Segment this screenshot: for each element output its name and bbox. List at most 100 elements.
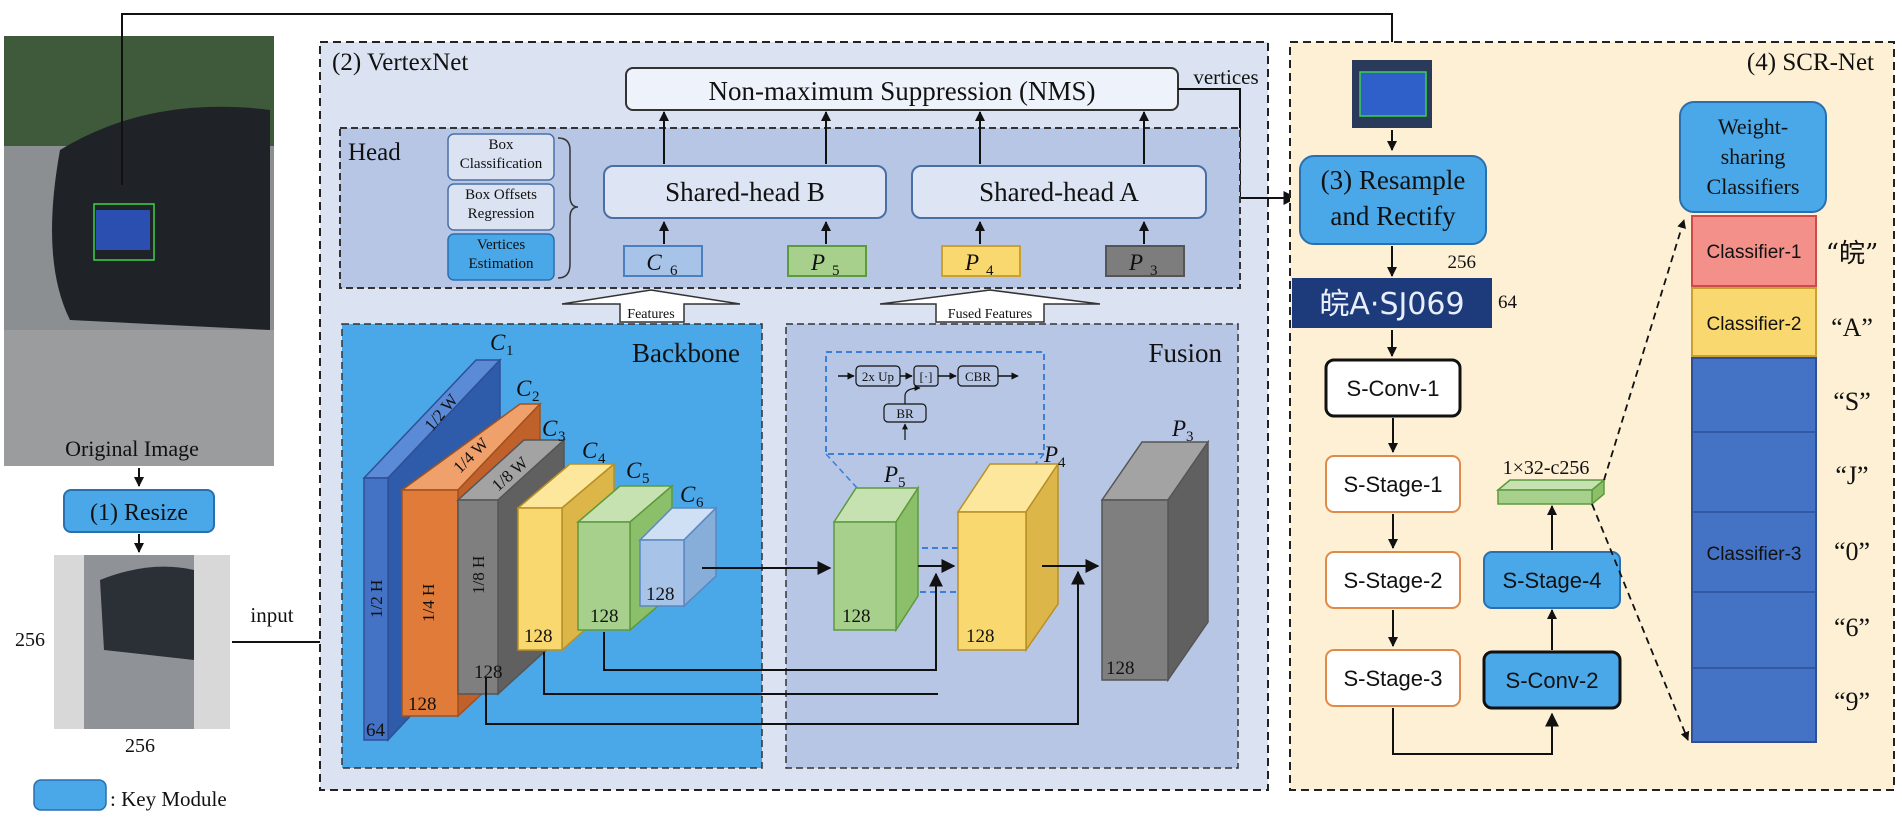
- sstage2-box: [1325, 551, 1461, 609]
- p3-sym: P: [1171, 416, 1186, 441]
- fusion-p3: [1100, 439, 1210, 683]
- resize-label: (1) Resize: [90, 500, 188, 526]
- fusion-up-label: 2x Up: [862, 369, 894, 384]
- p5-sub: 5: [898, 475, 906, 491]
- sconv1-label: S-Conv-1: [1347, 376, 1440, 401]
- head-title: Head: [348, 139, 401, 166]
- fusion-br-label: BR: [896, 406, 914, 421]
- p5-ch: 128: [842, 606, 871, 627]
- c1-sym: C: [490, 330, 506, 355]
- classifier-2-label: Classifier-2: [1706, 314, 1801, 335]
- c6-ch: 128: [646, 584, 675, 605]
- c2-sub: 2: [532, 389, 540, 405]
- c6-sym: C: [680, 482, 696, 507]
- c5-sym: C: [626, 458, 642, 483]
- resize-module: [63, 489, 215, 533]
- shared-head-b-label: Shared-head B: [665, 177, 825, 207]
- rectified-plate: [1292, 278, 1492, 328]
- fusion-title: Fusion: [1148, 338, 1222, 368]
- fusion-p5: [832, 485, 920, 633]
- dim-64: 64: [1498, 292, 1518, 313]
- head-input-p5: [787, 245, 867, 277]
- fused-features-arrow: [879, 289, 1101, 323]
- c1-h: 1/2 H: [367, 580, 386, 618]
- head-input-c6-sym: C: [646, 250, 662, 275]
- scr-title: (4) SCR-Net: [1747, 49, 1874, 76]
- head-input-p4-sub: 4: [986, 263, 994, 279]
- shared-head-a: [911, 165, 1207, 219]
- head-input-p5-sym: P: [810, 250, 825, 275]
- c1-ch: 64: [366, 720, 386, 741]
- c3-sym: C: [542, 416, 558, 441]
- fused-features-label: Fused Features: [948, 307, 1032, 322]
- task-box-classification: Box Classification: [459, 137, 543, 172]
- weight-sharing-box: [1679, 101, 1827, 213]
- key-module-legend-swatch: [33, 779, 107, 811]
- resized-image: [54, 555, 230, 729]
- resample-rectify-module: [1299, 155, 1487, 245]
- output-char-6: “6”: [1834, 613, 1870, 642]
- head-input-p3-sym: P: [1128, 250, 1143, 275]
- dim-256: 256: [1448, 252, 1477, 273]
- head-input-p3: [1105, 245, 1185, 277]
- c3-h: 1/8 H: [469, 556, 488, 594]
- sstage3-label: S-Stage-3: [1343, 666, 1442, 691]
- feature-dim-label: 1×32-c256: [1503, 457, 1590, 479]
- head-input-c6-sub: 6: [670, 263, 678, 279]
- sstage3-box: [1325, 649, 1461, 707]
- sstage4-box: [1483, 551, 1621, 609]
- head-input-p3-sub: 3: [1150, 263, 1158, 279]
- c4-sub: 4: [598, 451, 606, 467]
- p4-sym: P: [1043, 442, 1058, 467]
- c2-h: 1/4 H: [419, 584, 438, 622]
- resample-rectify-label: (3) Resample and Rectify: [1320, 165, 1466, 231]
- task-box-offsets: Box Offsets Regression: [465, 187, 537, 222]
- weight-sharing-label: Weight-sharing Classifiers: [1706, 114, 1800, 199]
- image-to-scr-connector: [121, 13, 1399, 185]
- sconv1-box: [1324, 358, 1462, 418]
- output-char-3: “S”: [1833, 387, 1871, 416]
- classifier-2: [1691, 287, 1817, 357]
- backbone-title: Backbone: [632, 338, 740, 368]
- head-input-c6: [623, 245, 703, 277]
- shared-head-a-label: Shared-head A: [979, 177, 1139, 207]
- features-arrow: [561, 289, 741, 323]
- c5-sub: 5: [642, 471, 650, 487]
- sstage2-label: S-Stage-2: [1343, 568, 1442, 593]
- size-256-left: 256: [15, 629, 45, 651]
- fusion-cbr-label: CBR: [965, 369, 991, 384]
- classifier-1-label: Classifier-1: [1706, 242, 1801, 263]
- shared-head-b: [603, 165, 887, 219]
- vertices-label: vertices: [1193, 65, 1258, 89]
- original-image: [4, 36, 274, 466]
- size-256-bottom: 256: [125, 735, 155, 757]
- c6-sub: 6: [696, 495, 704, 511]
- head-input-p5-sub: 5: [832, 263, 840, 279]
- p5-sym: P: [883, 462, 898, 487]
- classifier-3-label: Classifier-3: [1706, 544, 1801, 565]
- c1-sub: 1: [506, 343, 514, 359]
- task-vertices-estimation: Vertices Estimation: [468, 237, 534, 272]
- original-image-label: Original Image: [65, 436, 199, 461]
- c2-sym: C: [516, 376, 532, 401]
- c4-ch: 128: [524, 626, 553, 647]
- output-char-1: “皖”: [1826, 239, 1879, 269]
- head-input-p4-sym: P: [964, 250, 979, 275]
- rectified-plate-text: 皖A·SJ069: [1319, 287, 1464, 322]
- sconv2-box: [1482, 650, 1622, 710]
- sstage1-box: [1325, 455, 1461, 513]
- output-char-5: “0”: [1834, 537, 1870, 566]
- backbone-c6: [638, 506, 718, 608]
- c3-ch: 128: [474, 662, 503, 683]
- p4-sub: 4: [1058, 455, 1066, 471]
- task-brace: [557, 137, 579, 279]
- c3-sub: 3: [558, 429, 566, 445]
- output-char-4: “J”: [1835, 461, 1868, 490]
- vertexnet-title: (2) VertexNet: [332, 49, 468, 76]
- classifier-1: [1691, 215, 1817, 287]
- fusion-p4: [956, 461, 1060, 653]
- output-char-2: “A”: [1831, 313, 1873, 342]
- classifier-3: [1691, 357, 1817, 743]
- output-char-7: “9”: [1834, 687, 1870, 716]
